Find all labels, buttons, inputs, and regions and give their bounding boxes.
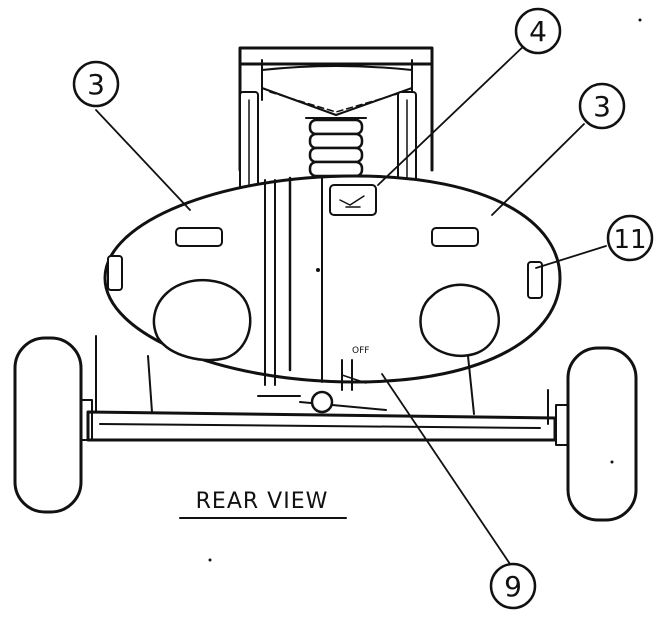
left-tank-cap [152, 278, 252, 362]
right-wheel [555, 346, 638, 522]
speck [610, 460, 614, 464]
callout-4-number: 4 [529, 15, 547, 48]
center-decal [329, 184, 377, 216]
left-decal [175, 227, 223, 247]
caption: REAR VIEW [179, 489, 347, 519]
callout-11-number: 11 [613, 225, 646, 255]
speck [638, 18, 642, 22]
spring-coil [308, 118, 364, 178]
callout-9-number: 9 [504, 570, 522, 603]
callout-9: 9 [489, 562, 537, 610]
callout-3-right-number: 3 [593, 90, 611, 123]
posts [239, 91, 417, 193]
side-decal-right [527, 261, 543, 299]
right-tank-cap [419, 283, 501, 357]
callout-11: 11 [606, 214, 654, 262]
chassis [86, 335, 557, 442]
leader-lines [95, 41, 607, 565]
left-wheel [13, 336, 93, 514]
right-decal [431, 227, 479, 247]
callout-4: 4 [514, 7, 562, 55]
callout-3-right: 3 [578, 82, 626, 130]
callout-3-left: 3 [72, 60, 120, 108]
callout-3-left-number: 3 [87, 68, 105, 101]
side-decal-left [107, 255, 123, 291]
drain-valve: OFF [341, 346, 369, 391]
speck [208, 558, 212, 562]
valve-off-label: OFF [352, 346, 369, 356]
caption-text: REAR VIEW [196, 489, 329, 514]
upper-frame [238, 46, 434, 172]
